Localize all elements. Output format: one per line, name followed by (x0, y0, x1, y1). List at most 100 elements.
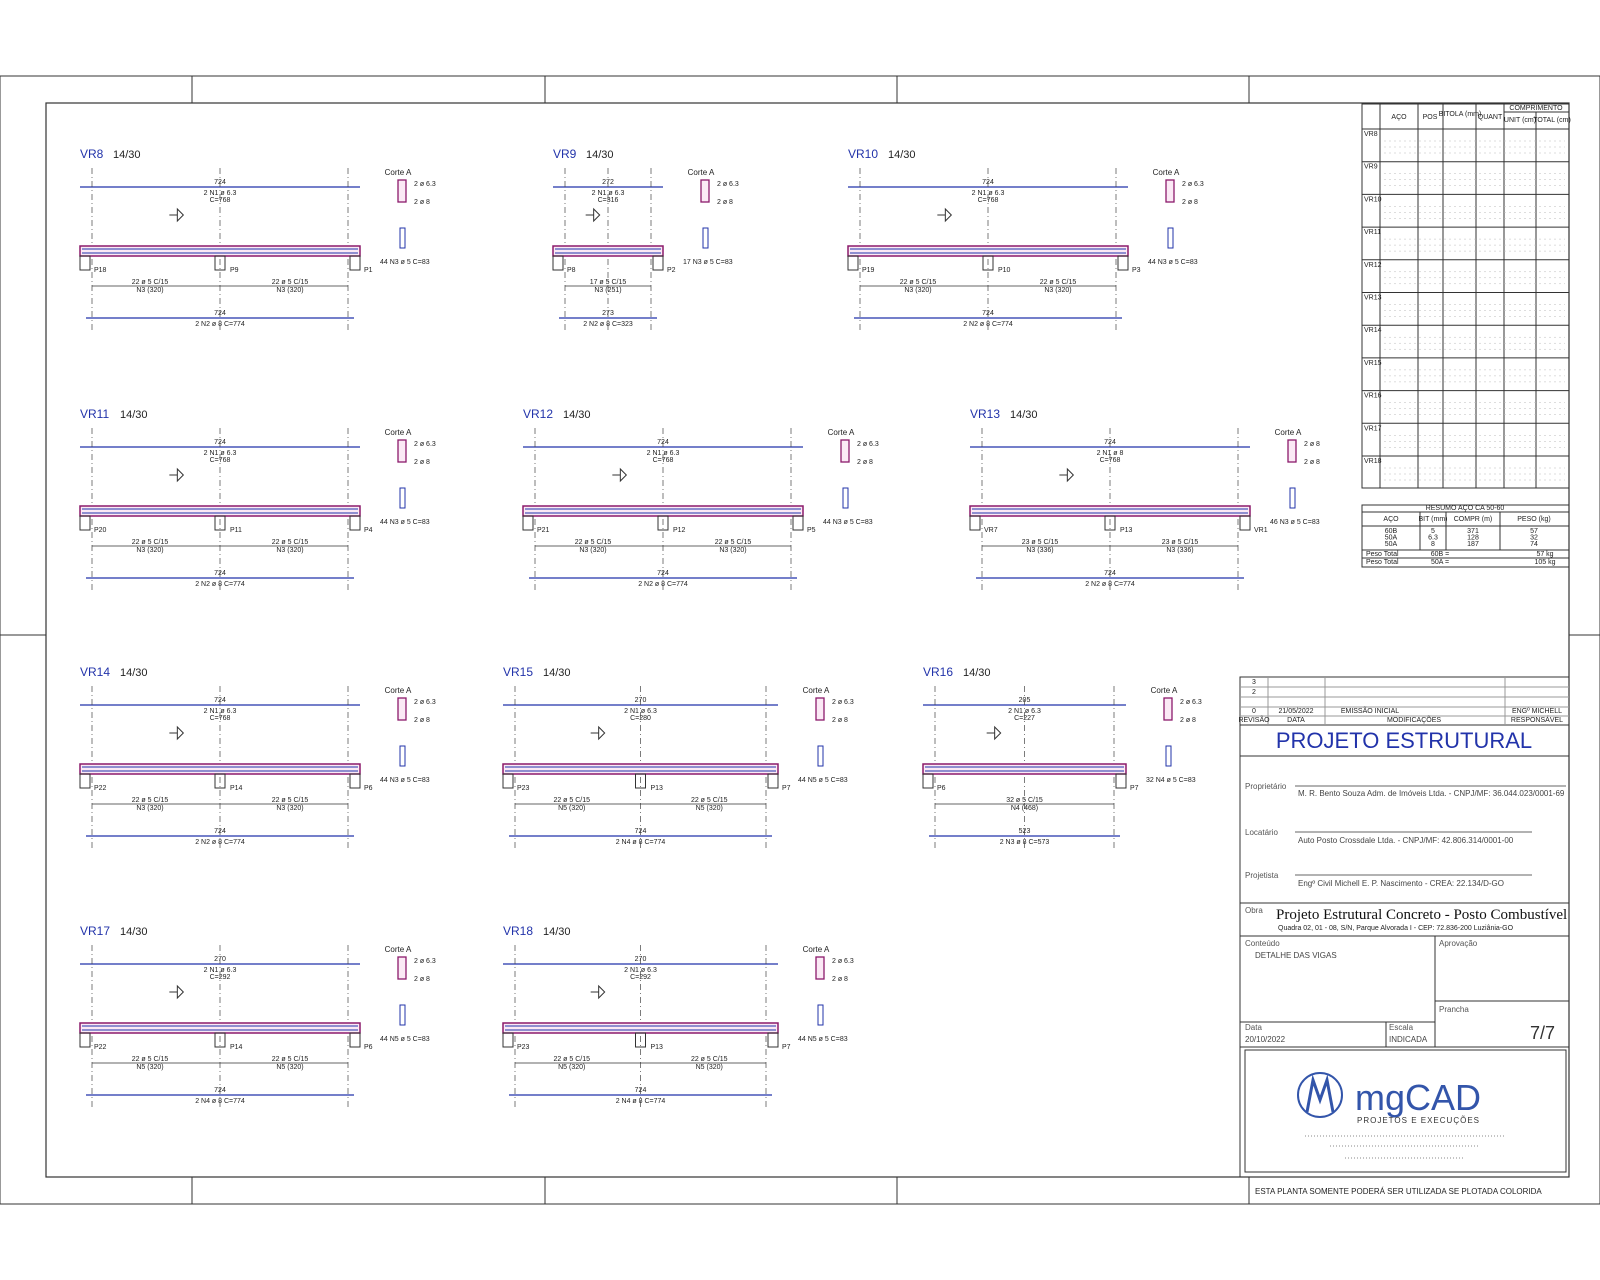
stirrup-left-n: N3 (320) (136, 547, 163, 554)
beam-section: 14/30 (120, 409, 148, 421)
support-pillar (792, 515, 804, 531)
stirrup-right-label: 22 ø 5 C/15 (272, 797, 309, 804)
stirrup-left-label: 22 ø 5 C/15 (553, 1056, 590, 1063)
company-logo-text: mgCAD (1355, 1077, 1481, 1118)
bottom-bar-length: 724 (214, 1087, 226, 1094)
support-pillar (1117, 255, 1129, 271)
beam-section: 14/30 (543, 926, 571, 938)
stirrup-right-label: 22 ø 5 C/15 (272, 279, 309, 286)
support-pillar (847, 255, 859, 271)
beam-title: VR9 (553, 147, 577, 161)
corte-bottom-bar: 2 ø 8 (857, 459, 873, 466)
date-label: Data (1245, 1023, 1262, 1032)
beam-title: VR16 (923, 665, 953, 679)
support-pillar (79, 515, 91, 531)
summary-cell-compr: 128 (1467, 535, 1479, 542)
stirrup-right-n: N3 (320) (1044, 287, 1071, 294)
support-pillar (657, 515, 669, 531)
stirrup-right-label: 23 ø 5 C/15 (1162, 539, 1199, 546)
table-group-label: VR15 (1364, 360, 1382, 367)
rev-header-date: DATA (1287, 717, 1305, 724)
table-group-label: VR13 (1364, 295, 1382, 302)
stirrup-left-label: 22 ø 5 C/15 (132, 1056, 169, 1063)
bottom-bar-label: 2 N2 ø 8 C=774 (195, 581, 245, 588)
beam-elevation (79, 505, 361, 517)
rev-header-modifications: MODIFICAÇÕES (1387, 715, 1441, 724)
stirrup-n: N4 (468) (1011, 805, 1038, 812)
summary-total-label: Peso Total (1366, 559, 1399, 566)
beam-section: 14/30 (113, 149, 141, 161)
bottom-bar-length: 724 (635, 1087, 647, 1094)
top-bar-label: 2 N1 ø 6.3 (624, 967, 657, 974)
support-label: P14 (230, 785, 243, 792)
stirrup-count: 44 N3 ø 5 C=83 (380, 519, 430, 526)
top-bar-label: 2 N1 ø 6.3 (592, 190, 625, 197)
bottom-bar-length: 724 (1104, 570, 1116, 577)
support-label: P2 (667, 267, 676, 274)
corte-section (815, 697, 825, 721)
support-pillar (969, 515, 981, 531)
corte-section (700, 179, 710, 203)
stirrup-left-n: N3 (336) (1026, 547, 1053, 554)
top-bar-length-c: C=292 (630, 974, 651, 981)
top-bar-label: 2 N1 ø 6.3 (204, 190, 237, 197)
bottom-bar-length: 523 (1019, 828, 1031, 835)
summary-total-label: Peso Total (1366, 551, 1399, 558)
stirrup-count: 44 N3 ø 5 C=83 (823, 519, 873, 526)
stirrup-left-n: N5 (320) (558, 1064, 585, 1071)
summary-header-peso: PESO (kg) (1517, 516, 1550, 523)
corte-section (1165, 179, 1175, 203)
beam-elevation (502, 1022, 779, 1034)
support-label: P19 (862, 267, 875, 274)
stirrup-right-n: N3 (320) (276, 287, 303, 294)
summary-cell-aco: 50A (1385, 541, 1398, 548)
corte-bottom-bar: 2 ø 8 (832, 976, 848, 983)
stirrup-shape (1289, 487, 1296, 509)
stirrup-left-n: N3 (320) (136, 805, 163, 812)
beam-elevation (847, 245, 1129, 257)
summary-header-compr: COMPR (m) (1454, 516, 1493, 523)
beam-elevation (969, 505, 1251, 517)
support-label: P18 (94, 267, 107, 274)
support-label: P13 (651, 785, 664, 792)
stirrup-shape (399, 1004, 406, 1026)
stirrup-right-n: N5 (320) (696, 805, 723, 812)
support-pillar (79, 1032, 91, 1048)
beam-title: VR12 (523, 407, 553, 421)
stirrup-right-n: N3 (320) (719, 547, 746, 554)
summary-header-aco: AÇO (1383, 516, 1399, 523)
outer-frame (0, 75, 1600, 1205)
stirrup-left-label: 22 ø 5 C/15 (553, 797, 590, 804)
scale-label: Escala (1389, 1023, 1414, 1032)
support-pillar (1104, 515, 1116, 531)
top-bar-length-c: C=768 (1100, 457, 1121, 464)
beam-title: VR18 (503, 924, 533, 938)
top-bar-label: 2 N1 ø 6.3 (647, 450, 680, 457)
support-pillar (214, 515, 226, 531)
table-group-label: VR12 (1364, 262, 1382, 269)
support-label: P5 (807, 527, 816, 534)
summary-cell-bit: 5 (1431, 528, 1435, 535)
beam-elevation (552, 245, 664, 257)
stirrup-shape (702, 227, 709, 249)
bottom-bar-label: 2 N2 ø 8 C=774 (963, 321, 1013, 328)
stirrup-count: 44 N3 ø 5 C=83 (380, 777, 430, 784)
summary-cell-compr: 187 (1467, 541, 1479, 548)
bottom-bar-length: 724 (214, 570, 226, 577)
bottom-bar-label: 2 N2 ø 8 C=323 (583, 321, 633, 328)
beam-elevation (79, 1022, 361, 1034)
corte-section (1287, 439, 1297, 463)
table-group-label: VR9 (1364, 164, 1378, 171)
summary-total-type: 60B = (1431, 551, 1450, 558)
stirrup-left-n: N3 (320) (579, 547, 606, 554)
support-pillar (552, 255, 564, 271)
support-pillar (635, 773, 646, 789)
rev-number: 3 (1252, 679, 1256, 686)
corte-top-bar: 2 ø 6.3 (414, 181, 436, 188)
rev-header-revision: REVISÃO (1238, 715, 1270, 724)
stirrup-left-label: 23 ø 5 C/15 (1022, 539, 1059, 546)
corte-section (1163, 697, 1173, 721)
approval-label: Aprovação (1439, 939, 1478, 948)
bottom-bar-label: 2 N2 ø 8 C=774 (195, 321, 245, 328)
corte-top-bar: 2 ø 6.3 (414, 699, 436, 706)
